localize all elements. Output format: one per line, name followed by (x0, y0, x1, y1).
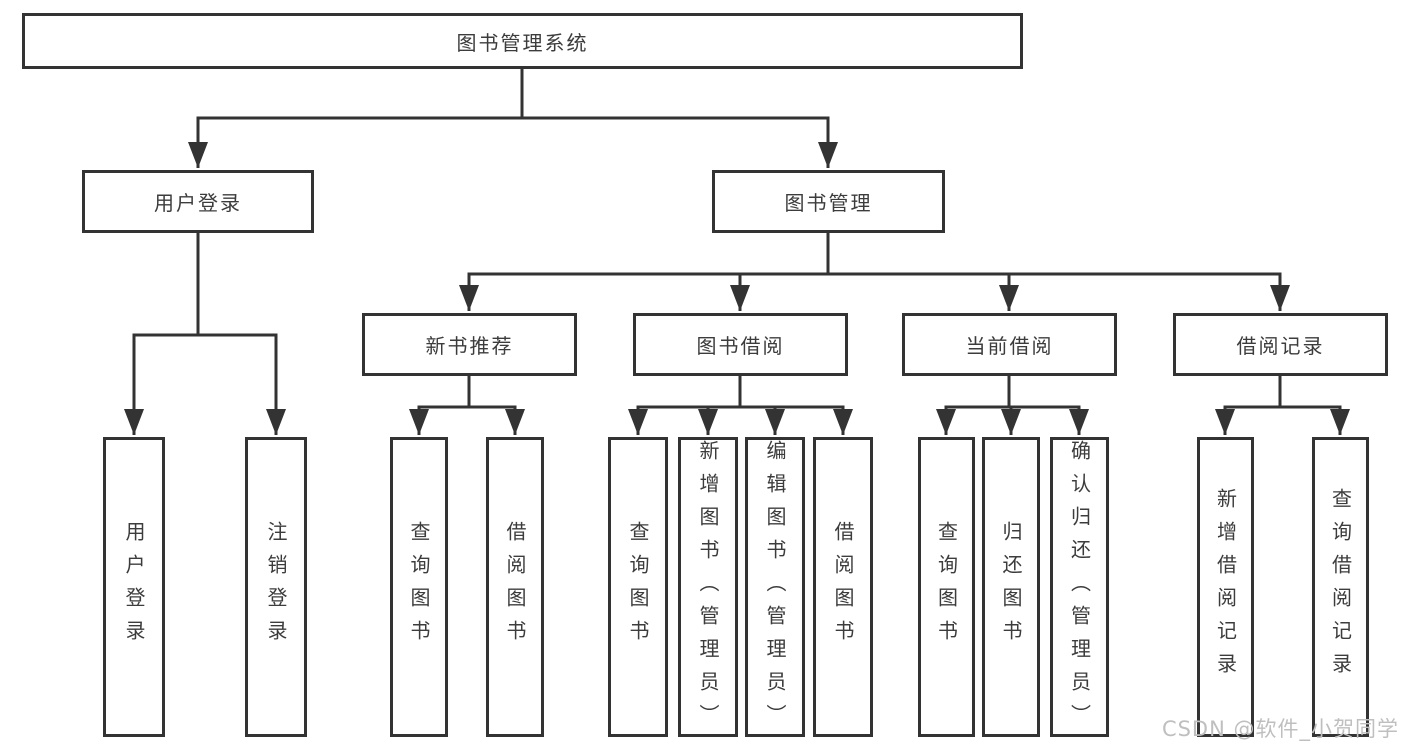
connector (636, 376, 845, 409)
leaf-newrec-query-books: 查询图书 (390, 437, 448, 737)
leaf-borrow-add-books-admin: 新增图书（管理员） (678, 437, 738, 737)
leaf-user-login: 用户登录 (103, 437, 165, 737)
leaf-label: 归还图书 (999, 521, 1023, 653)
leaf-label: 查询图书 (934, 521, 959, 653)
connector (1223, 376, 1342, 409)
node-borrowing-records: 借阅记录 (1173, 313, 1388, 376)
leaf-label: 编辑图书（管理员） (763, 440, 787, 737)
leaf-label: 新增借阅记录 (1213, 488, 1238, 686)
leaf-current-return-books: 归还图书 (982, 437, 1040, 737)
leaf-label: 注销登录 (264, 521, 288, 653)
node-new-book-recommendation: 新书推荐 (362, 313, 577, 376)
node-book-borrowing: 图书借阅 (633, 313, 848, 376)
leaf-borrow-query-books: 查询图书 (608, 437, 668, 737)
leaf-label: 借阅图书 (503, 521, 527, 653)
connector (417, 376, 517, 409)
leaf-label: 新增图书（管理员） (696, 440, 720, 737)
connector (944, 376, 1081, 409)
leaf-newrec-borrow-books: 借阅图书 (486, 437, 544, 737)
leaf-label: 查询图书 (407, 521, 431, 653)
leaf-current-confirm-return-admin: 确认归还（管理员） (1050, 437, 1109, 737)
connector (467, 233, 1282, 276)
leaf-borrow-edit-books-admin: 编辑图书（管理员） (745, 437, 805, 737)
leaf-label: 借阅图书 (831, 521, 855, 653)
leaf-label: 用户登录 (122, 521, 146, 653)
leaf-borrow-borrow-books: 借阅图书 (813, 437, 873, 737)
leaf-current-query-books: 查询图书 (918, 437, 975, 737)
node-book-management: 图书管理 (712, 170, 945, 233)
leaf-records-add-borrow-record: 新增借阅记录 (1197, 437, 1254, 737)
leaf-label: 查询图书 (626, 521, 650, 653)
node-user-login: 用户登录 (82, 170, 314, 233)
connector (132, 233, 278, 337)
leaf-label: 确认归还（管理员） (1067, 440, 1092, 737)
leaf-label: 查询借阅记录 (1328, 488, 1353, 686)
leaf-logout-login: 注销登录 (245, 437, 307, 737)
connector (196, 69, 830, 120)
leaf-records-query-borrow-record: 查询借阅记录 (1312, 437, 1369, 737)
node-current-borrowing: 当前借阅 (902, 313, 1117, 376)
node-library-system: 图书管理系统 (22, 13, 1023, 69)
csdn-watermark: CSDN @软件_小贺同学 (1161, 717, 1399, 741)
